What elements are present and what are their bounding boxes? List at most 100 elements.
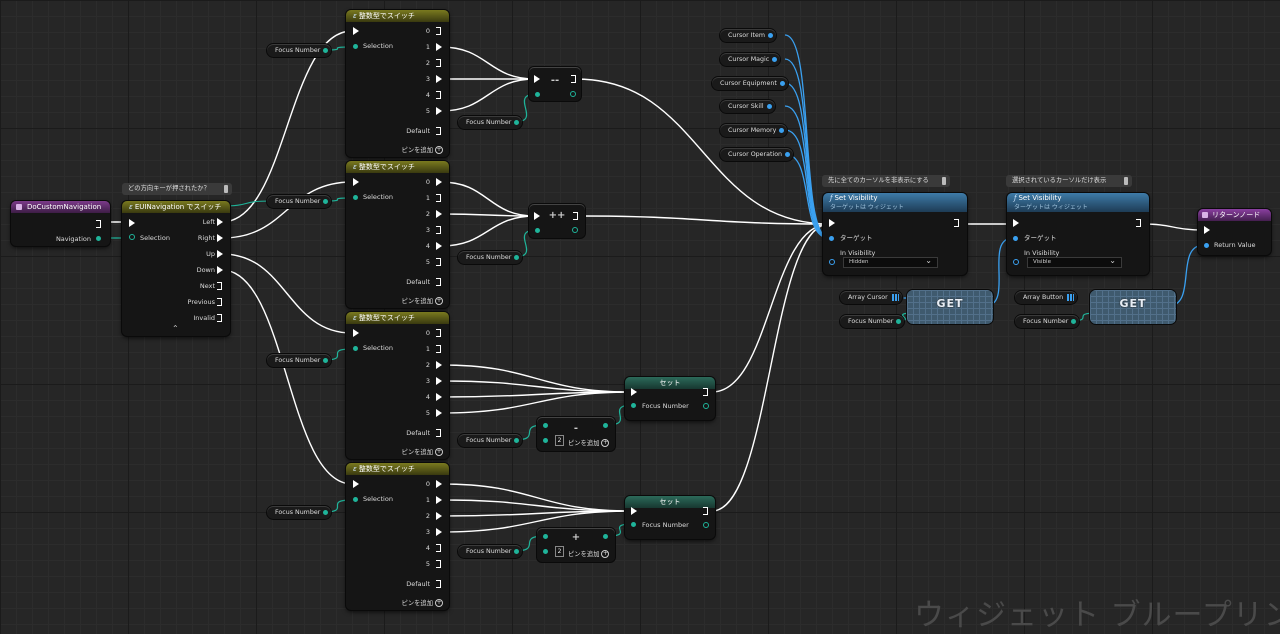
focus-number-var-3[interactable]: Focus Number xyxy=(267,354,331,367)
subtract-add-pin[interactable]: ピンを追加+ xyxy=(568,438,609,447)
comment-show-selected[interactable]: 選択されているカーソルだけ表示 xyxy=(1006,175,1132,187)
exec-out-pin[interactable] xyxy=(703,388,709,396)
exec-out-next[interactable] xyxy=(217,282,223,290)
exec-out-pin[interactable] xyxy=(954,219,960,227)
exec-out-case-5[interactable] xyxy=(436,409,442,417)
exec-out-case-4[interactable] xyxy=(436,544,442,552)
switch-integer-node-2[interactable]: ɛ整数型でスイッチSelection012345Defaultピンを追加+ xyxy=(346,161,449,308)
exec-out-case-0[interactable] xyxy=(436,27,442,35)
selection-in-pin[interactable] xyxy=(353,44,358,49)
set-focus-number-node-2[interactable]: セット Focus Number xyxy=(625,496,715,539)
focus-number-var-7[interactable]: Focus Number xyxy=(458,434,522,447)
subtract-in-a-pin[interactable] xyxy=(543,423,548,428)
in-visibility-pin[interactable] xyxy=(829,259,835,265)
exec-out-invalid[interactable] xyxy=(217,314,223,322)
switch-add-pin[interactable]: ピンを追加+ xyxy=(402,447,443,456)
get-node-array-cursor[interactable]: GET xyxy=(907,290,993,324)
increment-node[interactable]: ++ xyxy=(529,204,585,238)
exec-in-pin[interactable] xyxy=(829,219,835,227)
exec-out-case-2[interactable] xyxy=(436,210,442,218)
add-in-a-pin[interactable] xyxy=(543,534,548,539)
exec-out-pin[interactable] xyxy=(703,507,709,515)
exec-in-pin[interactable] xyxy=(353,27,359,35)
cursor-magic-var[interactable]: Cursor Magic xyxy=(720,53,780,66)
exec-out-case-5[interactable] xyxy=(436,258,442,266)
exec-out-up[interactable] xyxy=(217,250,223,258)
subtract-node[interactable]: - 2 ピンを追加+ xyxy=(537,417,615,451)
focus-number-var-4[interactable]: Focus Number xyxy=(267,506,331,519)
visibility-dropdown[interactable]: Visible xyxy=(1027,257,1122,268)
focus-number-var-1[interactable]: Focus Number xyxy=(267,44,331,57)
exec-out-case-1[interactable] xyxy=(436,194,442,202)
focus-number-var-6[interactable]: Focus Number xyxy=(458,251,522,264)
focus-number-out-pin[interactable] xyxy=(703,403,709,409)
switch-add-pin[interactable]: ピンを追加+ xyxy=(402,598,443,607)
exec-out-case-2[interactable] xyxy=(436,361,442,369)
add-operand[interactable]: 2 xyxy=(555,546,564,557)
exec-out-down[interactable] xyxy=(217,266,223,274)
exec-out-pin[interactable] xyxy=(1136,219,1142,227)
exec-out-case-3[interactable] xyxy=(436,377,442,385)
cursor-skill-var[interactable]: Cursor Skill xyxy=(720,100,775,113)
increment-out-pin[interactable] xyxy=(572,227,578,233)
target-in-pin[interactable] xyxy=(1013,236,1018,241)
exec-out-case-4[interactable] xyxy=(436,91,442,99)
subtract-in-b-pin[interactable] xyxy=(543,438,548,443)
subtract-operand[interactable]: 2 xyxy=(555,435,564,446)
focus-number-var-8[interactable]: Focus Number xyxy=(458,545,522,558)
exec-in-pin[interactable] xyxy=(1013,219,1019,227)
return-node[interactable]: リターンノード Return Value xyxy=(1198,209,1271,255)
cursor-equipment-var[interactable]: Cursor Equipment xyxy=(712,77,788,90)
increment-in-pin[interactable] xyxy=(535,228,540,233)
add-node[interactable]: + 2 ピンを追加+ xyxy=(537,528,615,562)
set-visibility-node-hidden[interactable]: ƒSet Visibilityターゲットは ウィジェット ターゲット In Vi… xyxy=(823,193,967,275)
selection-in-pin[interactable] xyxy=(129,234,135,240)
array-button-var[interactable]: Array Button xyxy=(1015,291,1077,304)
exec-in-pin[interactable] xyxy=(129,219,135,227)
exec-out-case-1[interactable] xyxy=(436,43,442,51)
exec-out-case-5[interactable] xyxy=(436,560,442,568)
exec-out-case-0[interactable] xyxy=(436,329,442,337)
switch-integer-node-3[interactable]: ɛ整数型でスイッチSelection012345Defaultピンを追加+ xyxy=(346,312,449,459)
decrement-out-pin[interactable] xyxy=(570,91,576,97)
exec-out-case-0[interactable] xyxy=(436,480,442,488)
exec-out-previous[interactable] xyxy=(217,298,223,306)
target-in-pin[interactable] xyxy=(829,236,834,241)
cursor-item-var[interactable]: Cursor Item xyxy=(720,29,776,42)
set-visibility-node-visible[interactable]: ƒSet Visibilityターゲットは ウィジェット ターゲット In Vi… xyxy=(1007,193,1149,275)
exec-out-case-1[interactable] xyxy=(436,345,442,353)
exec-in-pin[interactable] xyxy=(353,329,359,337)
selection-in-pin[interactable] xyxy=(353,497,358,502)
exec-out-default[interactable] xyxy=(436,127,442,135)
focus-number-var-2[interactable]: Focus Number xyxy=(267,195,331,208)
visibility-dropdown[interactable]: Hidden xyxy=(843,257,938,268)
exec-out-case-4[interactable] xyxy=(436,393,442,401)
navigation-out-pin[interactable] xyxy=(96,236,101,241)
exec-out-default[interactable] xyxy=(436,429,442,437)
exec-out-default[interactable] xyxy=(436,278,442,286)
focus-number-var-5[interactable]: Focus Number xyxy=(458,116,522,129)
decrement-node[interactable]: -- xyxy=(529,67,581,101)
comment-hide-all[interactable]: 先に全てのカーソルを非表示にする xyxy=(822,175,950,187)
return-value-in-pin[interactable] xyxy=(1204,243,1209,248)
in-visibility-pin[interactable] xyxy=(1013,259,1019,265)
focus-number-in-pin[interactable] xyxy=(631,403,636,408)
exec-out-case-3[interactable] xyxy=(436,75,442,83)
exec-out-case-4[interactable] xyxy=(436,242,442,250)
focus-number-out-pin[interactable] xyxy=(703,522,709,528)
subtract-out-pin[interactable] xyxy=(603,423,608,428)
exec-in-pin[interactable] xyxy=(631,388,637,396)
focus-number-in-pin[interactable] xyxy=(631,522,636,527)
exec-in-pin[interactable] xyxy=(1204,226,1210,234)
switch-euinavigation-node[interactable]: ɛEUINavigation でスイッチ Selection Left Righ… xyxy=(122,201,230,336)
exec-out-pin[interactable] xyxy=(96,220,102,228)
switch-add-pin[interactable]: ピンを追加+ xyxy=(402,145,443,154)
selection-in-pin[interactable] xyxy=(353,346,358,351)
exec-out-right[interactable] xyxy=(217,234,223,242)
exec-in-pin[interactable] xyxy=(631,507,637,515)
exec-in-pin[interactable] xyxy=(353,178,359,186)
switch-integer-node-4[interactable]: ɛ整数型でスイッチSelection012345Defaultピンを追加+ xyxy=(346,463,449,610)
switch-integer-node-1[interactable]: ɛ整数型でスイッチSelection012345Defaultピンを追加+ xyxy=(346,10,449,157)
set-focus-number-node-1[interactable]: セット Focus Number xyxy=(625,377,715,420)
exec-out-case-3[interactable] xyxy=(436,528,442,536)
